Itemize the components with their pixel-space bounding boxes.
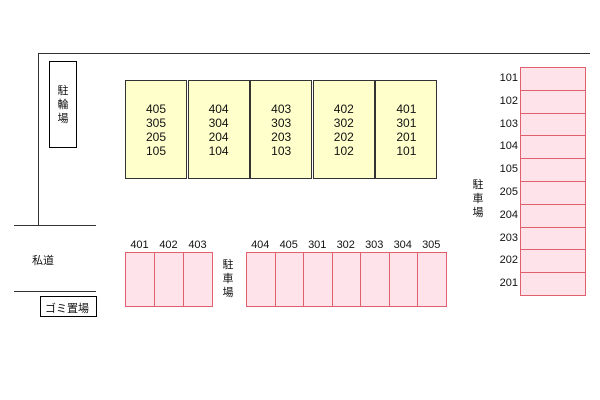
parking-space: [125, 252, 155, 307]
parking-space-label: 404: [251, 239, 270, 251]
parking-space-label: 302: [336, 239, 355, 251]
unit-number: 202: [333, 129, 354, 144]
unit-number: 101: [396, 143, 417, 158]
parking-space-label: 301: [308, 239, 327, 251]
parking-space-label: 105: [499, 163, 518, 176]
parking-space: [183, 252, 213, 307]
unit-number: 105: [145, 143, 167, 158]
unit-number: 304: [208, 115, 229, 130]
unit-number: 301: [396, 115, 417, 130]
unit-number: 303: [271, 115, 292, 130]
parking-space: [520, 135, 586, 160]
parking-space-label: 201: [499, 277, 518, 290]
parking-space: [417, 252, 447, 307]
parking-space-label: 204: [499, 208, 518, 221]
parking-space: [520, 249, 586, 274]
parking-space-label: 202: [499, 254, 518, 267]
parking-space-label: 104: [499, 140, 518, 153]
parking-space: [246, 252, 276, 307]
parking-space: [520, 226, 586, 251]
unit-number: 404: [208, 101, 229, 116]
unit-number: 401: [396, 101, 417, 116]
parking-space-label: 403: [188, 239, 207, 251]
parking-space-label: 405: [279, 239, 298, 251]
unit-number: 402: [333, 101, 354, 116]
unit-number: 201: [396, 129, 417, 144]
unit-number: 302: [333, 115, 354, 130]
parking-space: [388, 252, 418, 307]
unit-number: 405: [145, 101, 167, 116]
bicycle-parking: 駐輪場: [49, 61, 77, 148]
parking-space-label: 303: [365, 239, 384, 251]
parking-space-label: 102: [499, 94, 518, 107]
garbage-area: ゴミ置場: [40, 296, 97, 317]
parking-space-label: 304: [393, 239, 412, 251]
unit-number: 103: [271, 143, 292, 158]
road-edge-upper: [14, 225, 96, 226]
parking-space-label: 305: [422, 239, 441, 251]
unit-number: 204: [208, 129, 229, 144]
parking-space-label: 101: [499, 72, 518, 84]
parking-space: [520, 181, 586, 205]
parking-space: [520, 158, 586, 182]
road-edge-lower: [14, 291, 96, 292]
unit-number: 205: [145, 129, 167, 144]
parking-space-label: 103: [499, 117, 518, 130]
parking-space: [154, 252, 184, 307]
parking-space-label: 401: [130, 239, 149, 251]
right-parking-label: 駐車場: [472, 179, 484, 219]
site-boundary-top: [38, 53, 590, 54]
site-boundary-left: [38, 53, 39, 225]
parking-space: [520, 272, 586, 296]
parking-space: [360, 252, 390, 307]
garbage-area-label: ゴミ置場: [45, 303, 89, 315]
parking-space: [303, 252, 333, 307]
unit-number: 203: [271, 129, 292, 144]
parking-space: [520, 67, 586, 91]
bicycle-parking-label: 駐輪場: [57, 85, 69, 125]
unit-number: 305: [145, 115, 167, 130]
parking-space: [520, 203, 586, 228]
parking-space: [520, 112, 586, 137]
parking-space: [331, 252, 361, 307]
parking-space-label: 205: [499, 186, 518, 198]
unit-number: 403: [271, 101, 292, 116]
parking-space: [520, 89, 586, 114]
parking-space-label: 203: [499, 231, 518, 244]
center-parking-label: 駐車場: [222, 259, 234, 299]
parking-space: [274, 252, 304, 307]
parking-space-label: 402: [159, 239, 178, 251]
private-road-label: 私道: [32, 255, 54, 267]
unit-number: 104: [208, 143, 229, 158]
unit-number: 102: [333, 143, 354, 158]
